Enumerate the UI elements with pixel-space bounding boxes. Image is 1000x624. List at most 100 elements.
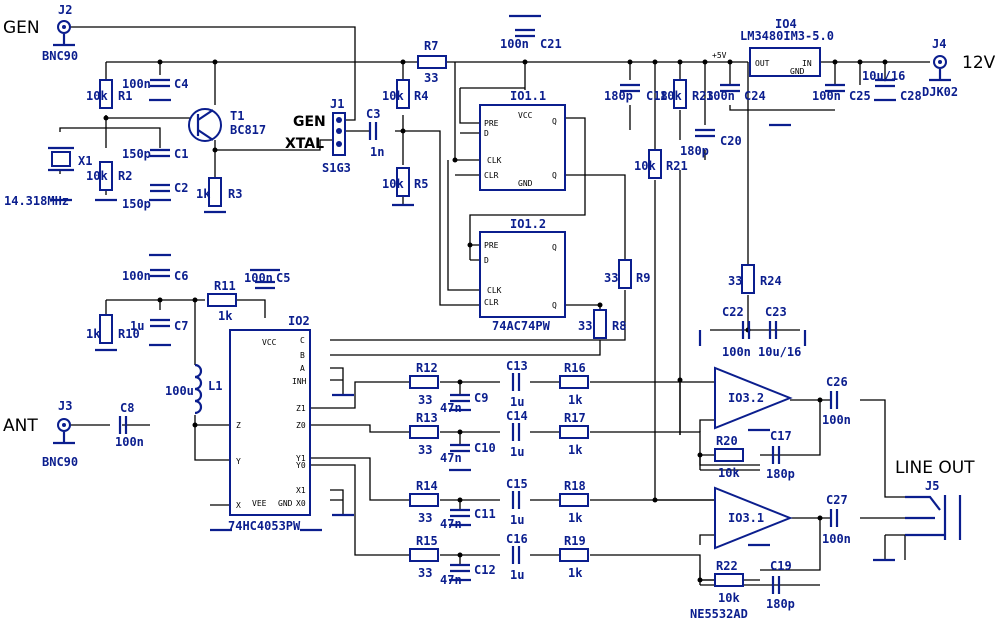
c23-label: C23 xyxy=(765,305,787,319)
r7-value: 33 xyxy=(424,71,438,85)
c4-value: 100n xyxy=(122,77,151,91)
c24-value: 100n xyxy=(706,89,735,103)
r24-label: R24 xyxy=(760,274,782,288)
r13-label: R13 xyxy=(416,411,438,425)
r4-value: 10k xyxy=(382,89,404,103)
c8-label: C8 xyxy=(120,401,134,415)
c4-label: C4 xyxy=(174,77,188,91)
c21-value: 100n xyxy=(500,37,529,51)
io4-in-label: IN xyxy=(802,59,812,68)
c28-label: C28 xyxy=(900,89,922,103)
io12-q: Q xyxy=(552,243,557,252)
io3-value: NE5532AD xyxy=(690,607,748,621)
io11-pre: PRE xyxy=(484,119,499,128)
io11-q: Q xyxy=(552,117,557,126)
io2-z1: Z1 xyxy=(296,404,306,413)
c14-label: C14 xyxy=(506,409,528,423)
lineout-label: LINE OUT xyxy=(895,458,975,478)
io11-qn: Q xyxy=(552,171,557,180)
r14-value: 33 xyxy=(418,511,432,525)
io12-clr: CLR xyxy=(484,298,499,307)
c6-value: 100n xyxy=(122,269,151,283)
io32-label: IO3.2 xyxy=(728,391,764,405)
r8-label: R8 xyxy=(612,319,626,333)
r9-value: 33 xyxy=(604,271,618,285)
bnc2-label: BNC90 xyxy=(42,455,78,469)
r2-value: 10k xyxy=(86,169,108,183)
j4-label: J4 xyxy=(932,37,946,51)
io2-y0: Y0 xyxy=(296,461,306,470)
c24-label: C24 xyxy=(744,89,766,103)
x1-value: 14.318MHz xyxy=(4,194,69,208)
r23-label: R23 xyxy=(692,89,714,103)
r19-label: R19 xyxy=(564,534,586,548)
io12-qn: Q xyxy=(552,301,557,310)
io12-pre: PRE xyxy=(484,241,499,250)
io11-clk: CLK xyxy=(487,156,502,165)
c6-label: C6 xyxy=(174,269,188,283)
io31-label: IO3.1 xyxy=(728,511,764,525)
c3-value: 1n xyxy=(370,145,384,159)
r16-value: 1k xyxy=(568,393,583,407)
c19-value: 180p xyxy=(766,597,795,611)
c13-value: 1u xyxy=(510,395,524,409)
c12-label: C12 xyxy=(474,563,496,577)
c28-value: 10u/16 xyxy=(862,69,905,83)
r11-label: R11 xyxy=(214,279,236,293)
c2-label: C2 xyxy=(174,181,188,195)
j2-label: J2 xyxy=(58,3,72,17)
r16-label: R16 xyxy=(564,361,586,375)
io2-vee: VEE xyxy=(252,499,267,508)
c22-value: 100n xyxy=(722,345,751,359)
c27-value: 100n xyxy=(822,532,851,546)
r21-label: R21 xyxy=(666,159,688,173)
r23-value: 10k xyxy=(660,89,682,103)
l1-value: 100u xyxy=(165,384,194,398)
r4-label: R4 xyxy=(414,89,428,103)
r24-value: 33 xyxy=(728,274,742,288)
io2-label: IO2 xyxy=(288,314,310,328)
io1-value: 74AC74PW xyxy=(492,319,551,333)
io4-gnd-label: GND xyxy=(790,67,805,76)
j1-gen-label: GEN xyxy=(293,114,326,130)
c7-label: C7 xyxy=(174,319,188,333)
io12-clk: CLK xyxy=(487,286,502,295)
r22-label: R22 xyxy=(716,559,738,573)
r17-label: R17 xyxy=(564,411,586,425)
c22-label: C22 xyxy=(722,305,744,319)
io11-vcc: VCC xyxy=(518,111,533,120)
io2-value: 74HC4053PW xyxy=(228,519,301,533)
io4-out-label: OUT xyxy=(755,59,770,68)
io11-label: IO1.1 xyxy=(510,89,546,103)
c5-label: C5 xyxy=(276,271,290,285)
r5-value: 10k xyxy=(382,177,404,191)
c26-value: 100n xyxy=(822,413,851,427)
r1-label: R1 xyxy=(118,89,132,103)
io2-c: C xyxy=(300,336,305,345)
r21-value: 10k xyxy=(634,159,656,173)
c18-value: 180p xyxy=(604,89,633,103)
io2-x0: X0 xyxy=(296,499,306,508)
c12-value: 47n xyxy=(440,573,462,587)
io2-x1: X1 xyxy=(296,486,306,495)
j3-label: J3 xyxy=(58,399,72,413)
io12-d: D xyxy=(484,256,489,265)
ant-label: ANT xyxy=(3,416,38,436)
j5-label: J5 xyxy=(925,479,939,493)
io2-y: Y xyxy=(236,457,241,466)
c26-label: C26 xyxy=(826,375,848,389)
r20-label: R20 xyxy=(716,434,738,448)
io2-x: X xyxy=(236,501,241,510)
c15-label: C15 xyxy=(506,477,528,491)
r15-label: R15 xyxy=(416,534,438,548)
r1-value: 10k xyxy=(86,89,108,103)
x1-label: X1 xyxy=(78,154,92,168)
c13-label: C13 xyxy=(506,359,528,373)
r20-value: 10k xyxy=(718,466,740,480)
c1-value: 150p xyxy=(122,147,151,161)
c25-value: 100n xyxy=(812,89,841,103)
r13-value: 33 xyxy=(418,443,432,457)
r18-label: R18 xyxy=(564,479,586,493)
io2-vcc: VCC xyxy=(262,338,277,347)
